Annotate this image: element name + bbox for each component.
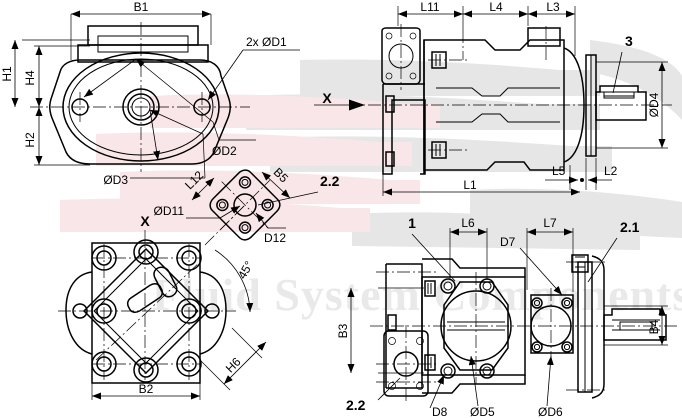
- front-view-dimensions: B1 H1 H4 H2 2x ØD1 ØD2: [0, 0, 300, 187]
- detail-2-2-annotations: L12 B5 ØD11 D12 2.2: [154, 165, 340, 245]
- dim-l2: L2: [604, 164, 618, 178]
- dim-2x-od1: 2x ØD1: [246, 35, 287, 49]
- dim-l12: L12: [182, 168, 206, 192]
- dim-od6: ØD6: [538, 405, 563, 419]
- dim-b2: B2: [139, 382, 154, 396]
- item-number-1: 1: [408, 215, 416, 231]
- dim-h1: H1: [0, 66, 14, 82]
- dim-od3: ØD3: [103, 173, 128, 187]
- dim-od5: ØD5: [470, 405, 495, 419]
- item-number-2-2: 2.2: [346, 397, 366, 413]
- front-view-geometry: [30, 22, 250, 172]
- dim-l11: L11: [420, 0, 439, 14]
- view-direction-x: X: [322, 90, 332, 106]
- bottom-view-geometry: [370, 254, 678, 402]
- item-number-2-2-detail: 2.2: [320, 173, 340, 189]
- dim-l3: L3: [546, 0, 560, 14]
- dim-h6: H6: [223, 355, 244, 376]
- dim-od11: ØD11: [154, 204, 185, 218]
- dim-h4: H4: [23, 70, 37, 86]
- dim-d7: D7: [500, 235, 516, 249]
- dim-b1: B1: [134, 0, 149, 14]
- dim-angle-45: 45°: [235, 258, 256, 281]
- side-view-geometry: [368, 24, 672, 175]
- bottom-view-dimensions: 1 L6 L7 2.1 D7 B3 B4: [336, 215, 668, 419]
- x-view-geometry: X: [58, 213, 236, 384]
- dim-l4: L4: [489, 0, 503, 14]
- dim-d12: D12: [264, 231, 286, 245]
- dim-l5: L5: [552, 164, 566, 178]
- dim-b3: B3: [336, 323, 350, 338]
- dim-l7: L7: [543, 216, 557, 230]
- item-number-3: 3: [625, 33, 633, 49]
- x-view-label: X: [140, 213, 150, 229]
- dim-l6: L6: [461, 216, 475, 230]
- item-number-2-1: 2.1: [620, 219, 640, 235]
- side-view-dimensions: X L11 L4 L3 ØD4 3: [314, 0, 668, 196]
- dim-b4: B4: [647, 319, 661, 334]
- dim-h2: H2: [23, 132, 37, 148]
- dim-l1: L1: [463, 178, 477, 192]
- dim-od4: ØD4: [647, 92, 661, 117]
- dim-d8: D8: [432, 405, 448, 419]
- dim-od2: ØD2: [212, 144, 237, 158]
